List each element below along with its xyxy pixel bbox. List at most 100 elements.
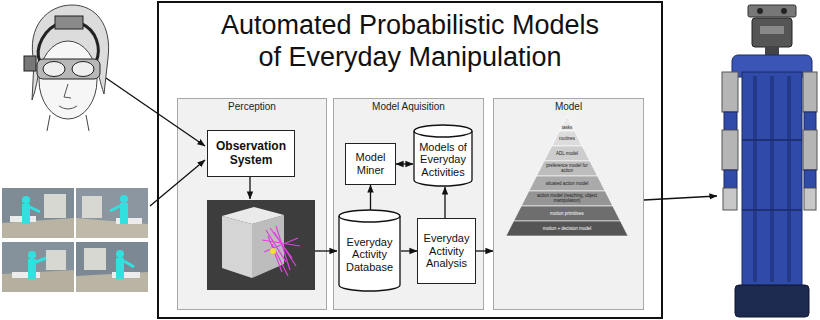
flow-arrow [370,185,371,210]
perception-rendering-part [252,215,284,278]
robot-part [722,72,738,112]
pyramid-level-label: situated action model [534,182,600,187]
eye-tracker-person-part [32,5,109,100]
perception-rendering-part [222,207,284,224]
robot-part [757,8,763,14]
pyramid-level-label: preference model for action [541,164,592,174]
model-pyramid-part [506,221,628,236]
eye-tracker-person [24,5,109,131]
eye-tracker-person-part [24,56,36,71]
robot-part [724,170,737,188]
pyramid-level: situated action model [534,182,600,187]
camera-views-part-part [36,258,46,262]
camera-views-part-part [120,195,128,203]
picture-arrows-part [249,177,250,199]
pyramid-level-label: routines [557,137,578,142]
camera-views-part-part [28,259,36,279]
flow-arrow [396,163,413,164]
perception-rendering-part [270,248,276,254]
camera-views-part-part [76,272,148,292]
picture-arrows [106,78,717,251]
robot-part [804,112,816,130]
node-label: Everyday Activity Database [341,236,398,274]
process-box: Everyday Activity Analysis [417,218,476,284]
node-label: Model Miner [349,151,392,176]
flow-arrow [476,250,493,251]
pyramid-level-label: ADL model [549,152,585,157]
camera-views-part-part [76,188,148,238]
panel-heading: Model [494,99,643,113]
eye-tracker-person-part [72,62,94,77]
robot-part [804,188,816,210]
camera-views-part-part [84,248,106,270]
robot-part [752,18,792,47]
camera-views-part-part [46,250,66,270]
robot-part [735,285,809,317]
perception-rendering-part [222,216,252,278]
cylinder-body [414,125,472,186]
camera-views [2,188,148,292]
camera-views-part-part [116,250,124,258]
pyramid-level-label: tasks [561,126,573,131]
camera-views-part-part [116,218,142,224]
eye-tracker-person-part [55,16,83,29]
flow-arrow [401,250,417,251]
robot-part [753,76,757,282]
cylinder-body [339,210,400,291]
camera-views-part-part [44,194,66,218]
pyramid-level: ADL model [549,152,585,157]
camera-views-part-part [2,270,74,292]
panel-heading: Model Aquisition [334,99,483,113]
model-pyramid-part [559,116,574,131]
pyramid-level: motion + decision model [511,227,623,232]
flow-arrow [444,187,445,218]
pyramid-level: action model (reaching, object manipulat… [526,194,608,204]
model-pyramid-part [529,176,605,191]
model-pyramid-part [552,131,583,146]
eye-tracker-person-part [38,22,98,62]
robot-part [724,112,737,130]
robot-part [742,72,802,286]
eye-tracker-person-part [43,62,65,77]
camera-views-part-part [76,218,148,238]
robot-part [787,76,791,282]
process-box: Observation System [207,130,295,177]
model-pyramid-part [544,146,590,161]
eye-tracker-person-part [37,59,100,79]
cylinder-rim [414,131,472,137]
robot-part [748,5,796,17]
robot-part [765,46,779,56]
model-pyramid-part [521,191,613,206]
eye-tracker-person-part [64,84,71,98]
camera-views-part-part [76,242,148,292]
camera-views-part [2,188,74,238]
camera-views-part-part [22,204,30,224]
eye-tracker-person-part [59,106,77,109]
picture-arrows-part [315,250,337,251]
camera-views-part-part [22,196,30,204]
perception-rendering-part [207,200,315,290]
robot-part [723,188,737,210]
robot-part [781,8,787,14]
robot-part [770,76,774,282]
stage-panel: PerceptionObservation System [177,98,327,310]
model-pyramid [506,116,628,236]
pyramid-level-label: motion primitives [519,212,616,217]
camera-views-part-part [82,196,102,218]
node-label: Observation System [211,140,291,168]
pyramid-level: tasks [561,126,573,131]
robot-part [722,130,738,170]
camera-views-part-part [110,206,120,211]
outer-frame: Automated Probabilistic Models of Everyd… [157,1,663,319]
node-label: Models of Everyday Activities [416,141,470,179]
robot-part [760,26,784,34]
robot-part [804,170,816,188]
eye-tracker-person-part [47,115,89,131]
camera-views-part-part [116,258,124,279]
robot-part [732,55,812,77]
camera-views-part-part [2,242,74,292]
perception-rendering [207,200,315,290]
robot-part [803,72,817,112]
camera-views-part-part [112,272,140,278]
database-cylinder: Everyday Activity Database [338,210,401,292]
